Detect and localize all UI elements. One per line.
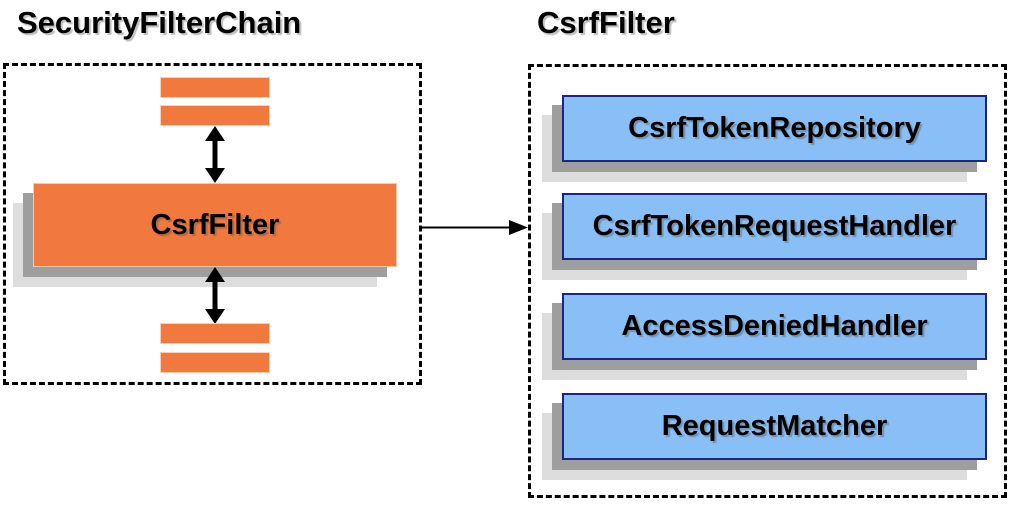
filter-placeholder-bar xyxy=(160,105,270,126)
security-filter-chain-title: SecurityFilterChain xyxy=(17,5,302,40)
double-arrow-icon xyxy=(205,267,225,324)
arrow-right-icon xyxy=(421,220,528,235)
csrf-filter-panel: CsrfTokenRepository CsrfTokenRequestHand… xyxy=(528,64,1007,498)
filter-placeholder-bar xyxy=(160,77,270,98)
component-box-label: CsrfTokenRequestHandler xyxy=(592,210,957,242)
security-filter-chain-panel: CsrfFilter xyxy=(3,63,422,385)
csrf-filter-title: CsrfFilter xyxy=(537,5,675,40)
filter-placeholder-bar xyxy=(160,352,270,373)
component-box: CsrfTokenRequestHandler xyxy=(562,193,987,260)
component-box-label: RequestMatcher xyxy=(661,410,888,442)
double-arrow-icon xyxy=(205,126,225,183)
component-box-label: AccessDeniedHandler xyxy=(621,310,928,342)
component-box: CsrfTokenRepository xyxy=(562,95,987,162)
component-box: AccessDeniedHandler xyxy=(562,293,987,360)
filter-placeholder-bar xyxy=(160,323,270,344)
csrf-filter-box-label: CsrfFilter xyxy=(150,208,280,241)
csrf-filter-box: CsrfFilter xyxy=(33,183,397,267)
component-box-label: CsrfTokenRepository xyxy=(628,112,921,144)
component-box: RequestMatcher xyxy=(562,393,987,460)
